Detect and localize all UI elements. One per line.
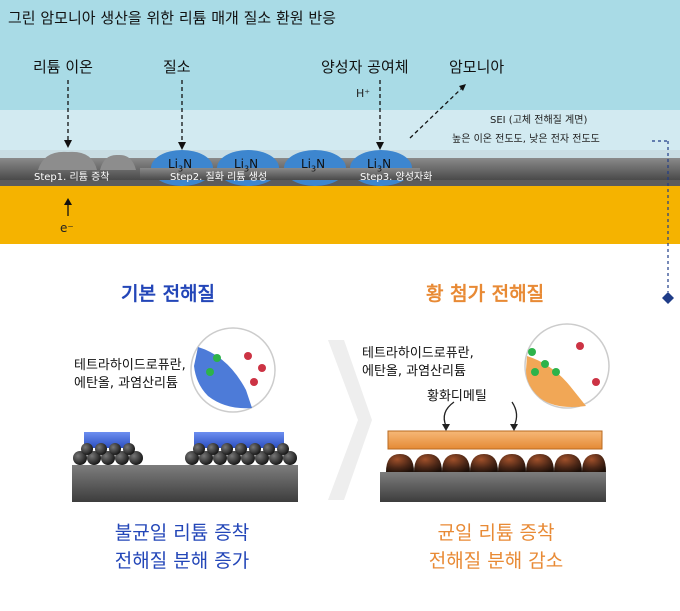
label-ammonia: 암모니아 <box>449 58 505 76</box>
electrolyte-region <box>0 0 680 110</box>
additive-arrow-1 <box>443 401 455 427</box>
right-substrate <box>380 472 606 502</box>
right-result-line-2: 전해질 분해 감소 <box>428 549 564 572</box>
li3n-label-4: Li3N <box>367 157 392 174</box>
li3n-label-3: Li3N <box>301 157 326 174</box>
step2-label: Step2. 질화 리튬 생성 <box>170 172 268 183</box>
step3-label: Step3. 양성자화 <box>360 172 433 183</box>
right-components: 테트라하이드로퓨란, 에탄올, 과염산리튬 <box>362 345 474 380</box>
right-result: 균일 리튬 증착 전해질 분해 감소 <box>378 520 614 575</box>
li3n-label-2: Li3N <box>234 157 259 174</box>
label-proton-donor: 양성자 공여체 <box>321 58 409 76</box>
left-result-line-1: 불균일 리튬 증착 <box>114 522 250 544</box>
right-additive: 황화디메틸 <box>427 389 487 404</box>
right-result-line-1: 균일 리튬 증착 <box>437 522 555 544</box>
right-component-line-2: 에탄올, 과염산리튬 <box>362 363 466 379</box>
sei-region <box>0 110 680 150</box>
label-lithium-ion: 리튬 이온 <box>33 58 93 76</box>
right-film <box>387 430 603 450</box>
marker-diamond <box>662 292 674 304</box>
right-heading: 황 첨가 전해질 <box>426 283 545 305</box>
left-film-1 <box>84 432 130 448</box>
left-component-line-2: 에탄올, 과염산리튬 <box>74 375 178 391</box>
label-nitrogen: 질소 <box>163 58 191 76</box>
electrode <box>0 186 680 244</box>
li3n-label-1: Li3N <box>168 157 193 174</box>
sei-title: SEI (고체 전해질 계면) <box>490 115 588 126</box>
left-result-line-2: 전해질 분해 증가 <box>114 549 250 572</box>
lithium-deposit-2 <box>100 154 136 170</box>
left-component-line-1: 테트라하이드로퓨란, <box>74 358 186 373</box>
left-heading: 기본 전해질 <box>121 283 216 305</box>
left-result: 불균일 리튬 증착 전해질 분해 증가 <box>64 520 300 575</box>
step1-label: Step1. 리튬 증착 <box>34 172 110 183</box>
lithium-deposit-1 <box>38 151 97 170</box>
right-lithium-bumps <box>386 454 606 472</box>
transition-chevron <box>328 340 372 500</box>
additive-arrow-2 <box>511 401 518 427</box>
left-components: 테트라하이드로퓨란, 에탄올, 과염산리튬 <box>74 357 186 392</box>
arrow-ammonia <box>409 87 463 139</box>
figure-title: 그린 암모니아 생산을 위한 리튬 매개 질소 환원 반응 <box>8 9 336 27</box>
right-component-line-1: 테트라하이드로퓨란, <box>362 346 474 361</box>
left-substrate <box>72 465 298 502</box>
left-lithium-balls <box>73 443 297 465</box>
label-proton: H⁺ <box>356 87 371 100</box>
sei-description: 높은 이온 전도도, 낮은 전자 전도도 <box>452 134 600 145</box>
left-film-2 <box>194 432 284 448</box>
label-electron: e⁻ <box>60 221 74 235</box>
